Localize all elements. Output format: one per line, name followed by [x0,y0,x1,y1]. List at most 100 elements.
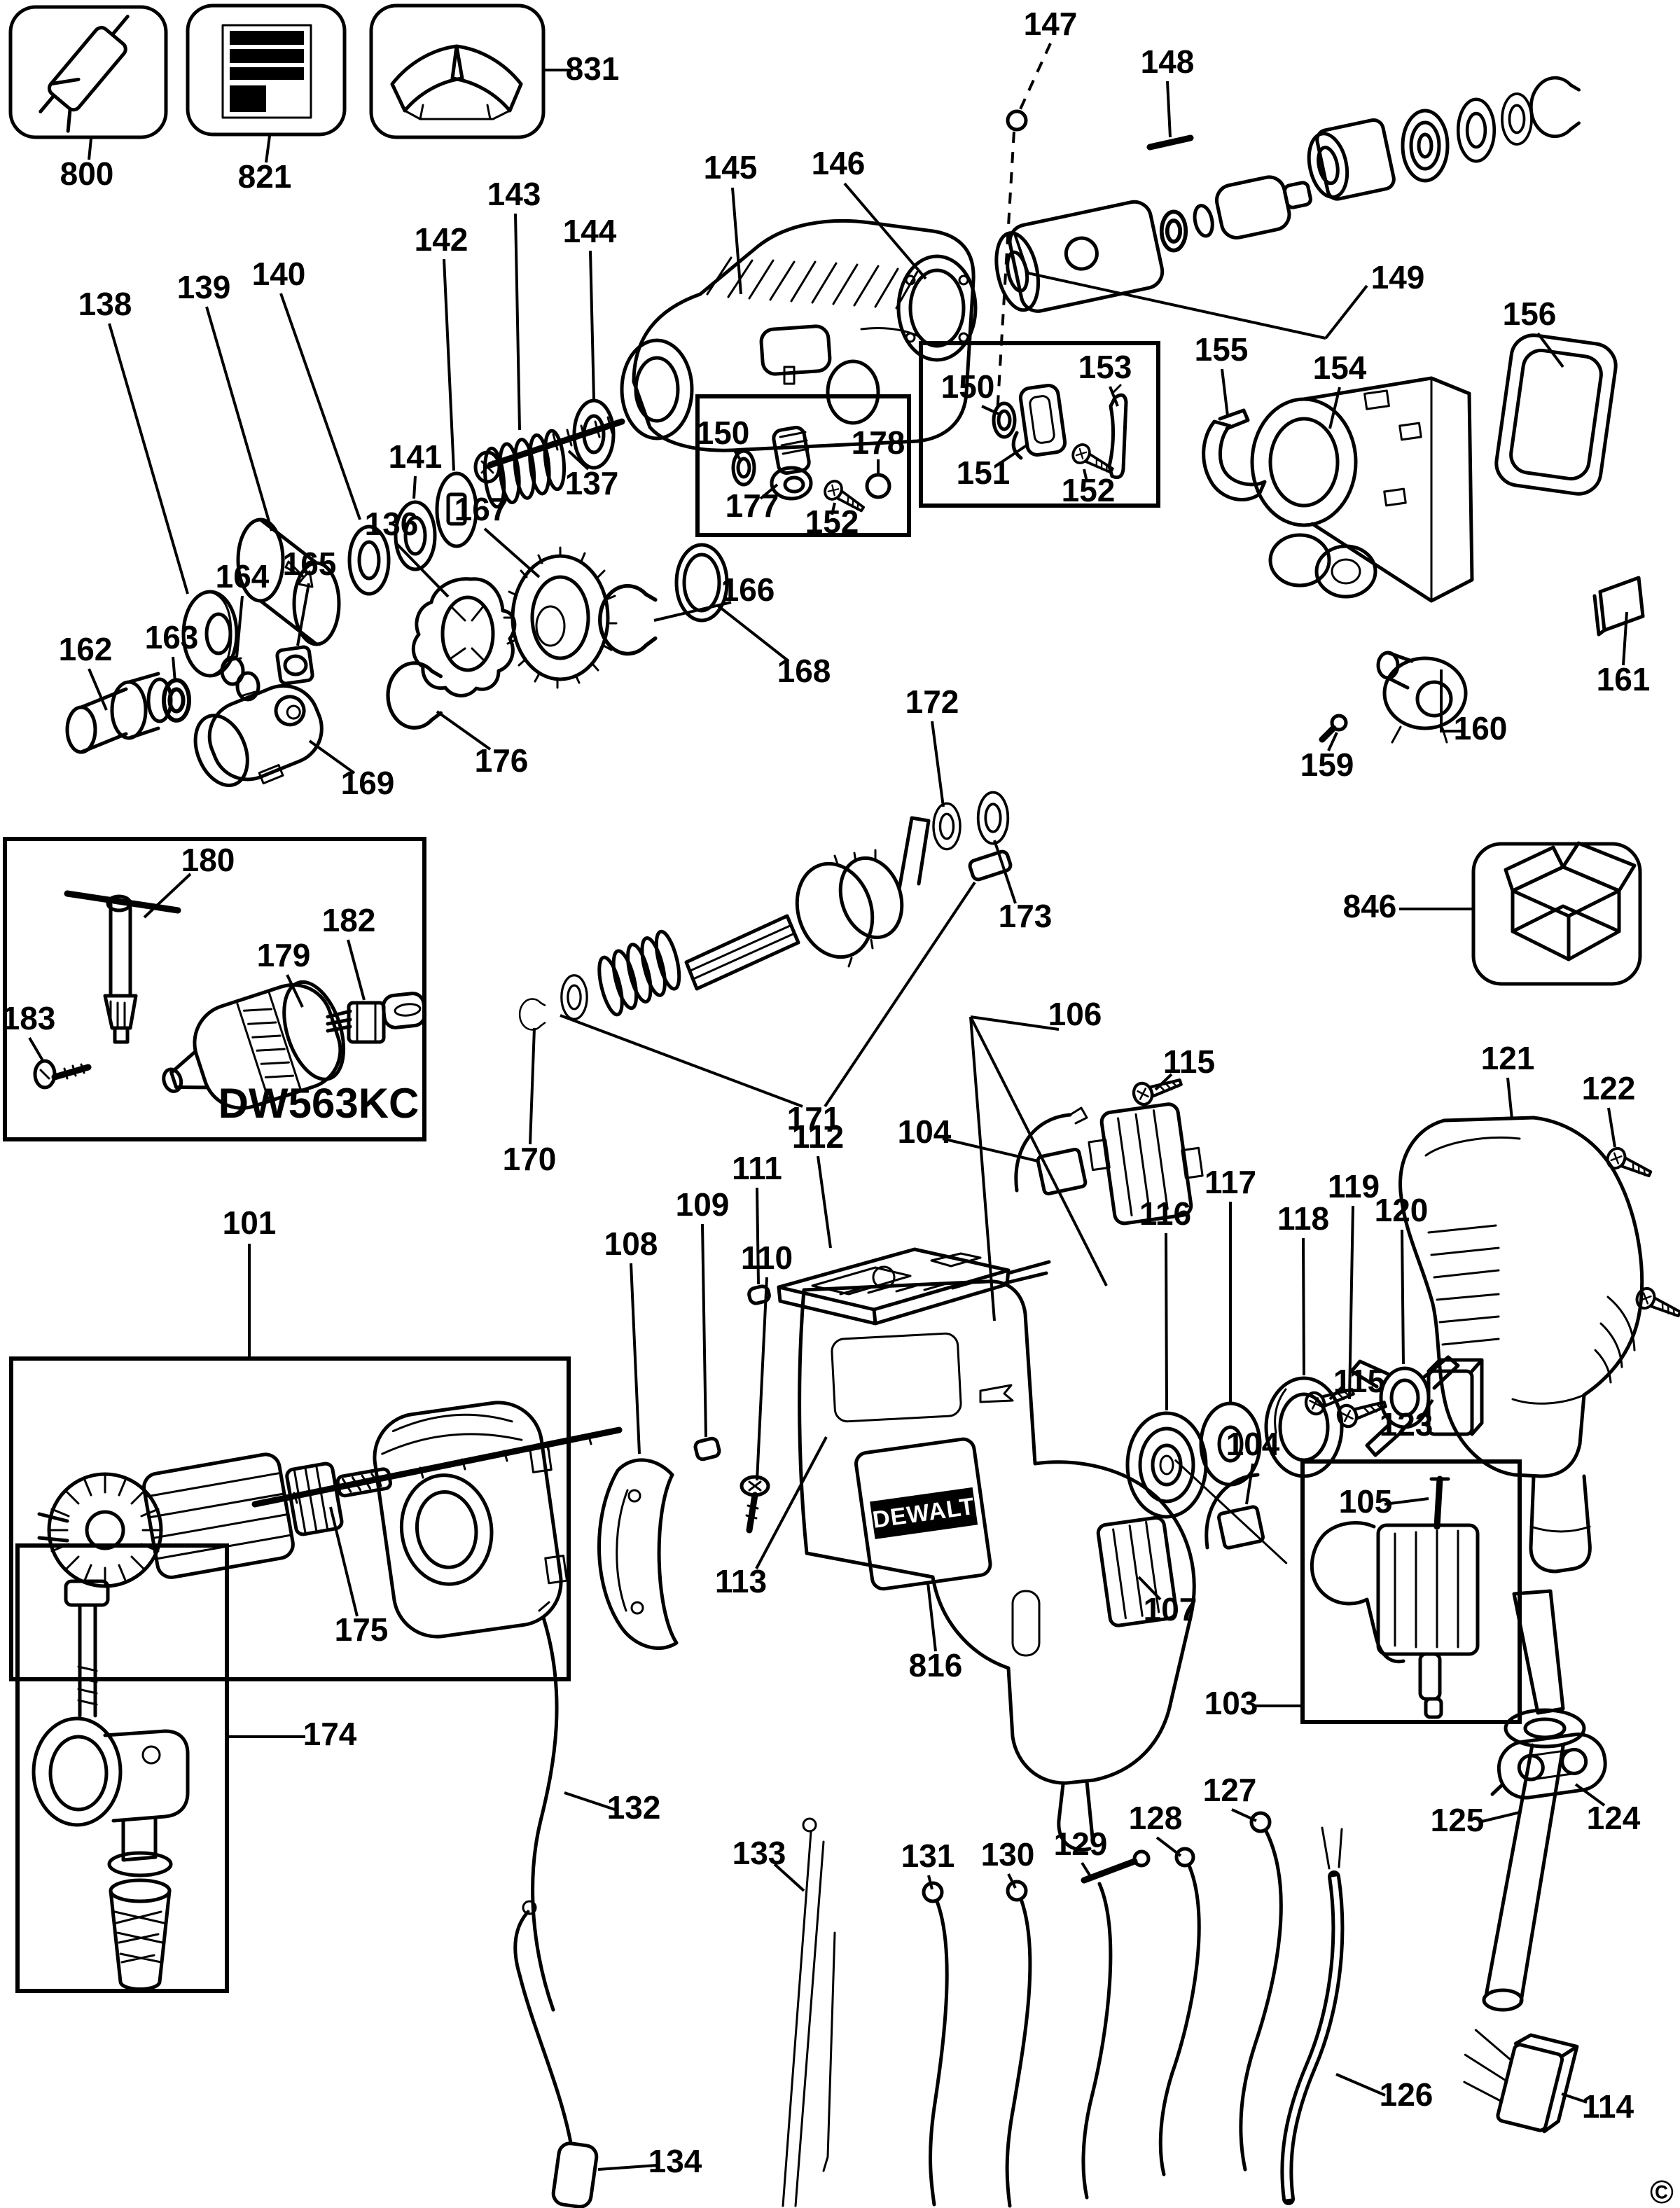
leader-line [205,306,273,532]
callout-122: 122 [1582,1070,1636,1106]
callout-148: 148 [1141,43,1195,80]
leader-line [1561,2092,1588,2104]
spring [592,929,686,1017]
leader-line [235,595,244,658]
label-sheet-box-821 [186,4,347,137]
ring-168 [674,543,729,623]
leader-line [560,1014,803,1108]
selector-knob-160 [1376,651,1468,744]
leader-line [483,527,541,578]
mode-housing-154 [1250,376,1474,603]
adapter-182 [326,992,427,1044]
callout-131: 131 [901,1838,955,1874]
grease-box-800 [8,5,168,139]
leader-line [436,710,492,751]
callout-104: 104 [898,1113,952,1150]
lever-153 [1107,384,1128,480]
grip-cone [109,1878,172,1991]
brush-holder-106 [1088,1102,1204,1225]
leader-line [395,542,450,598]
callout-160: 160 [1454,710,1508,747]
depth-rod-175 [251,1426,623,1508]
callout-123: 123 [1380,1406,1433,1443]
leader-line [1536,332,1564,368]
gasket-156 [1494,333,1618,496]
chuck-kit-box: DW563KC [3,837,427,1141]
leader-line [993,840,1017,904]
leader-line [1221,368,1229,417]
lever-inset-box-1 [695,394,911,537]
leader-line [567,450,590,471]
leader-line [969,1016,996,1321]
leader-line [514,213,521,431]
bearing [1401,109,1450,183]
callout-149: 149 [1371,259,1425,296]
leader-line [716,604,790,662]
callout-140: 140 [252,256,306,292]
leader-line [756,1277,768,1481]
gear-167 [503,546,618,689]
callout-161: 161 [1597,661,1651,697]
callout-179: 179 [257,937,311,973]
spindle-body [994,200,1165,313]
o-ring-163 [164,680,189,721]
copyright-mark: © [1650,2174,1674,2208]
callout-127: 127 [1203,1772,1257,1808]
o-ring-150 [994,403,1015,437]
leader-line [1018,43,1052,111]
leader-line [970,1015,1060,1031]
callout-142: 142 [415,221,468,258]
leader-line [1231,1808,1257,1822]
side-handle-box-174 [15,1543,229,1993]
cord-clamp-124 [1490,1733,1607,1800]
callout-152: 152 [805,504,859,540]
gear-train [65,543,729,787]
callout-170: 170 [503,1141,557,1177]
callout-152: 152 [1062,472,1116,508]
callout-128: 128 [1129,1800,1183,1836]
cylinder-169 [193,683,324,787]
callout-800: 800 [60,155,114,192]
leader-line [1166,81,1172,138]
ball-147 [1006,109,1028,132]
leader-line [296,583,310,646]
selector-knob-151 [1011,384,1067,460]
callout-143: 143 [487,176,541,212]
callout-146: 146 [812,145,866,181]
wire-133 [782,1817,836,2207]
callout-150: 150 [941,368,995,405]
callout-176: 176 [475,742,529,779]
callout-104: 104 [1226,1426,1280,1462]
callout-116: 116 [1139,1195,1191,1232]
pad-161 [1592,576,1645,637]
callout-119: 119 [1328,1168,1380,1204]
callout-121: 121 [1481,1040,1535,1076]
callout-130: 130 [981,1836,1035,1873]
callout-113: 113 [715,1563,767,1599]
callout-846: 846 [1343,888,1397,924]
callout-132: 132 [607,1789,661,1826]
leader-line [1622,611,1628,666]
clamp-bolt [64,1579,110,1718]
spline-shaft [684,816,1013,991]
callout-147: 147 [1024,6,1078,42]
washer-172 [932,802,962,851]
switch-box-103 [1300,1459,1522,1724]
leader-line [931,721,945,807]
wire-127 [1239,1811,1283,2172]
washer-173 [976,791,1010,845]
striker-assembly-149 [994,78,1578,313]
leader-line [969,1016,1108,1286]
bearing-116 [1125,1411,1208,1519]
leader-line [1478,1811,1520,1824]
shaft-assembly-171 [518,791,1013,1031]
leader-line [1155,1836,1182,1857]
leader-line [172,656,176,683]
washer [1501,92,1533,146]
leader-line [143,873,192,919]
leader-line [308,740,356,775]
callout-180: 180 [181,842,235,878]
callout-821: 821 [238,158,292,195]
leader-line [88,668,108,711]
callout-159: 159 [1300,747,1354,783]
